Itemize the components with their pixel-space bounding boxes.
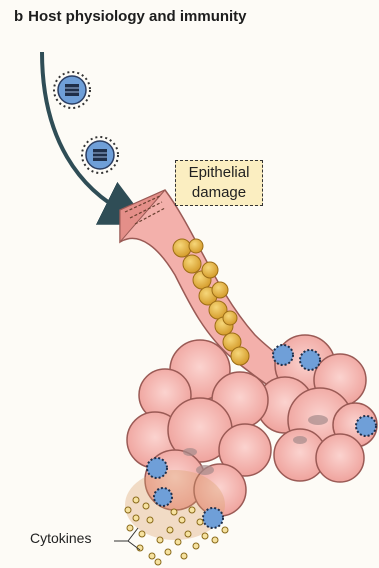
epithelial-label-line1: Epithelial bbox=[176, 163, 262, 183]
epithelial-label-line2: damage bbox=[176, 183, 262, 203]
epithelial-damage-label: Epithelial damage bbox=[175, 160, 263, 206]
airway-arrow-icon bbox=[42, 52, 128, 214]
virus-particle-icon bbox=[82, 137, 118, 173]
cytokines-leader bbox=[114, 528, 140, 550]
cytokines-label: Cytokines bbox=[30, 530, 91, 546]
virus-particle-icon bbox=[54, 72, 90, 108]
